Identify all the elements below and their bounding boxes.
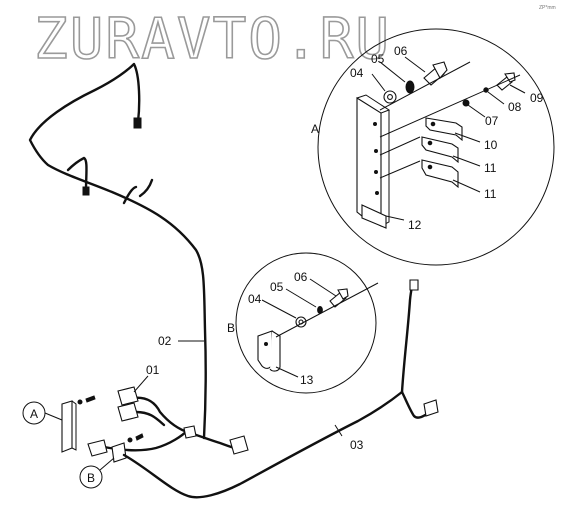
label-a-09: 09 (530, 91, 544, 105)
harness-02 (28, 62, 207, 440)
label-a-07: 07 (485, 114, 499, 128)
callout-b-letter: B (87, 471, 95, 485)
label-a-10: 10 (484, 138, 498, 152)
connector-01-b (117, 402, 139, 422)
connector-01-a (117, 386, 139, 406)
callout-a: A (22, 401, 63, 425)
clip-11-upper (421, 136, 459, 164)
detail-b-letter: B (227, 321, 235, 335)
label-b-04: 04 (248, 292, 262, 306)
clip-10 (425, 117, 463, 142)
connector-end (229, 435, 249, 455)
detail-b-circle (235, 252, 377, 394)
label-a-05: 05 (371, 52, 385, 66)
label-b-05: 05 (270, 280, 284, 294)
detail-b: 04 05 06 13 B (227, 252, 379, 394)
connector-top (133, 117, 142, 129)
bracket-a-main (61, 395, 96, 453)
label-a-11-upper: 11 (484, 161, 497, 175)
label-a-08: 08 (508, 100, 522, 114)
washer-05 (405, 80, 415, 94)
bracket-13 (257, 330, 273, 369)
label-b-13: 13 (300, 373, 314, 387)
label-a-04: 04 (350, 66, 364, 80)
washer-07 (462, 99, 470, 107)
connector-03-top (409, 279, 419, 291)
callout-b: B (79, 457, 115, 489)
harness-01 (87, 386, 249, 457)
label-a-12: 12 (408, 218, 422, 232)
detail-a: 04 05 06 07 08 09 10 11 11 12 A (311, 28, 555, 266)
label-02: 02 (158, 334, 172, 348)
label-a-11-lower: 11 (484, 187, 497, 201)
watermark-text: ZURAVTO.RU (34, 7, 391, 72)
detail-a-circle (317, 28, 555, 266)
callout-a-letter: A (30, 407, 38, 421)
label-03: 03 (350, 438, 364, 452)
label-01: 01 (146, 363, 160, 377)
connector-03-end (423, 399, 439, 417)
bracket-12 (356, 97, 382, 227)
clip-11-lower (421, 159, 459, 189)
bracket-b-main (111, 433, 144, 463)
detail-a-letter: A (311, 122, 319, 136)
label-b-06: 06 (294, 270, 308, 284)
harness-03 (122, 279, 439, 499)
corner-mark: ZP*mm (539, 5, 556, 11)
label-a-06: 06 (394, 44, 408, 58)
